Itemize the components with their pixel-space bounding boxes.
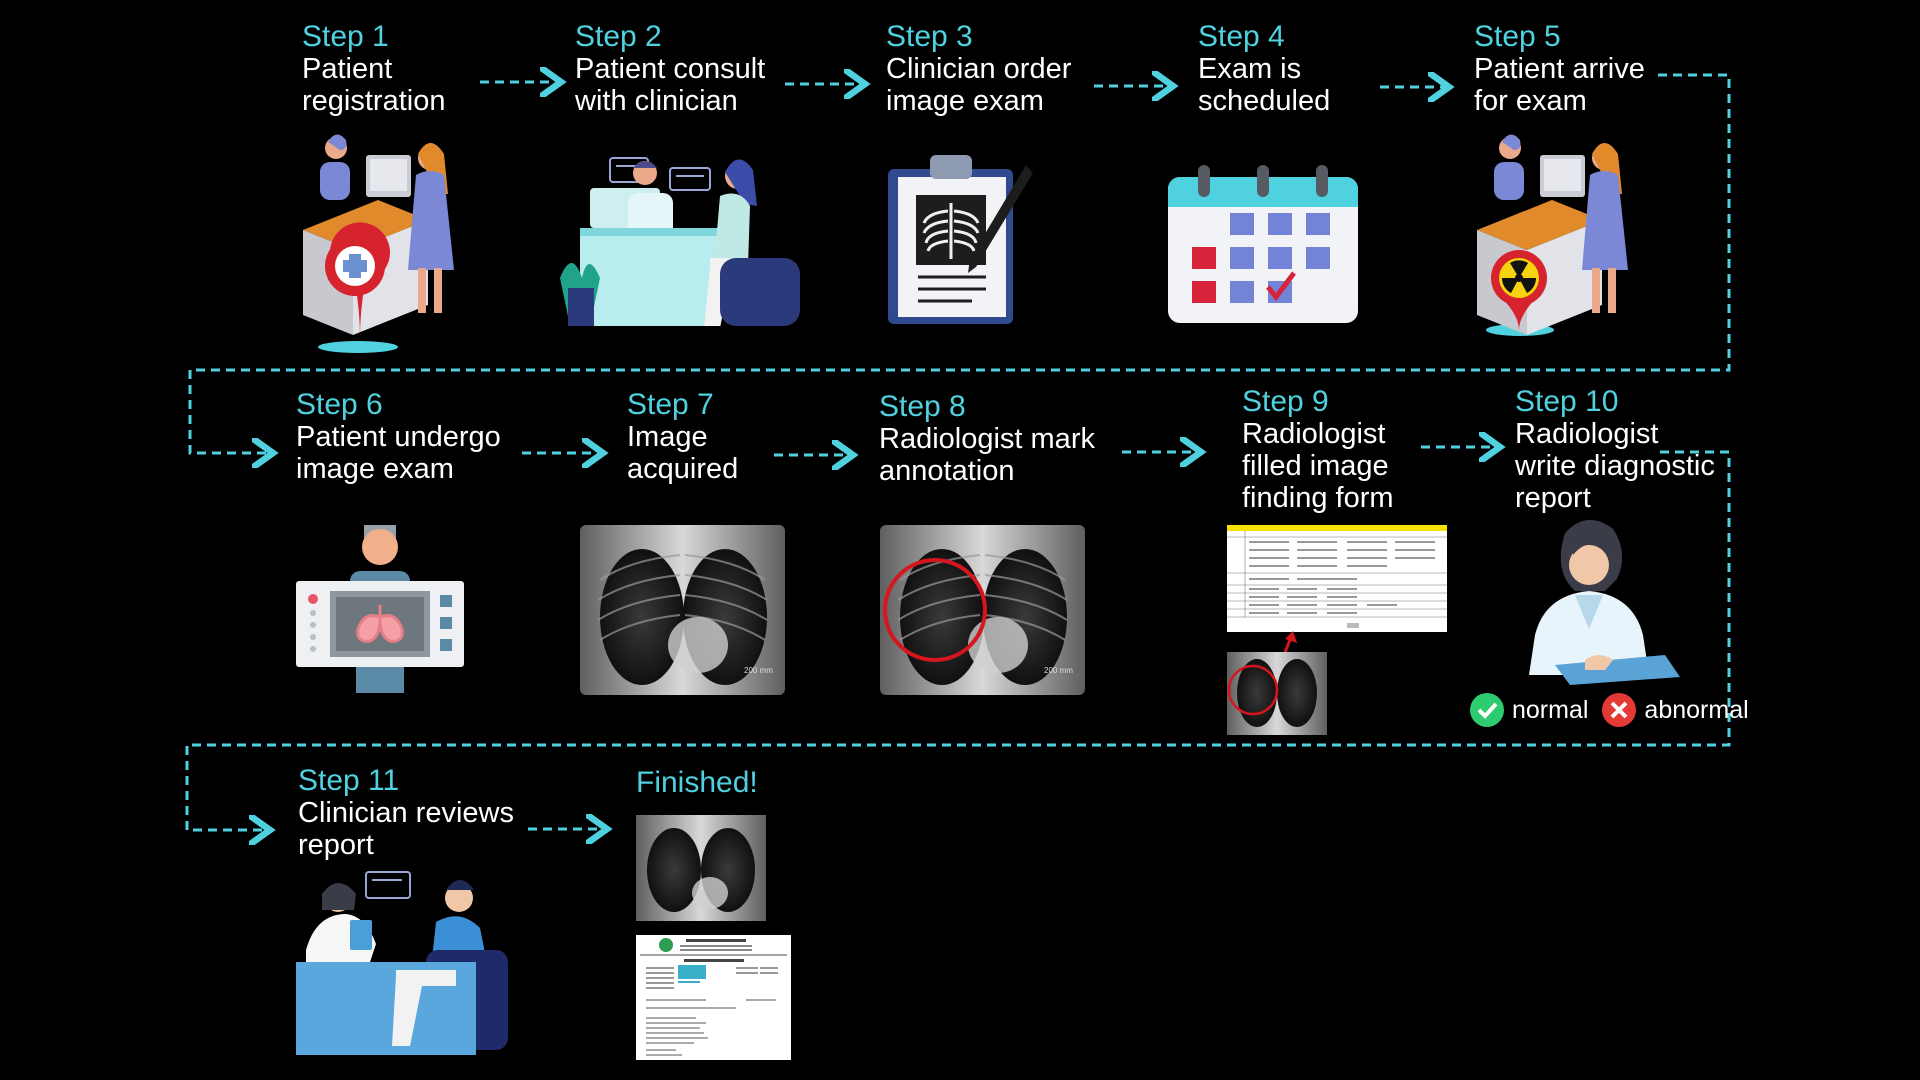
- reception-desk-icon: [303, 134, 454, 353]
- step-label-line: Exam is: [1198, 53, 1302, 85]
- finished-label: Finished!: [636, 766, 758, 799]
- step-number: Step 4: [1198, 20, 1285, 53]
- report-document-image: [636, 935, 791, 1060]
- radiologist-writing-icon: [1529, 519, 1680, 685]
- step-3: Step 3 Clinician order image exam: [886, 20, 1071, 117]
- x-circle-icon: [1602, 693, 1637, 727]
- step-label-line: Image: [627, 421, 708, 453]
- step-label-line: report: [1515, 482, 1591, 514]
- step-label-line: Radiologist: [1515, 418, 1659, 450]
- step-label-line: Patient: [302, 53, 393, 85]
- normal-label: normal: [1512, 695, 1589, 724]
- step-label-line: finding form: [1242, 482, 1394, 514]
- map-pin-radiation-icon: [1491, 250, 1547, 330]
- calendar-icon: [1168, 165, 1358, 323]
- step-2: Step 2 Patient consult with clinician: [575, 20, 765, 117]
- step-label-line: Clinician reviews: [298, 797, 514, 829]
- outcome-legend: normal abnormal: [1470, 690, 1749, 730]
- step-label-line: Radiologist mark: [879, 423, 1095, 455]
- step-6: Step 6 Patient undergo image exam: [296, 388, 501, 485]
- step-label-line: with clinician: [575, 85, 738, 117]
- xray-scale-label: 200 mm: [1044, 666, 1073, 675]
- reception-desk-radiation-icon: [1477, 134, 1628, 336]
- finding-form-image: [1227, 525, 1447, 735]
- step-number: Step 5: [1474, 20, 1561, 53]
- step-label-line: Patient undergo: [296, 421, 501, 453]
- step-11: Step 11 Clinician reviews report: [298, 764, 514, 861]
- step-1: Step 1 Patient registration: [302, 20, 445, 117]
- step-label-line: registration: [302, 85, 446, 117]
- step-number: Step 9: [1242, 385, 1329, 418]
- annotation-circle: [883, 558, 987, 662]
- step-number: Step 7: [627, 388, 714, 421]
- xray-scale-label: 200 mm: [744, 666, 773, 675]
- final-xray-image: [636, 815, 766, 921]
- step-label-line: write diagnostic: [1515, 450, 1715, 482]
- step-10: Step 10 Radiologist write diagnostic rep…: [1515, 385, 1715, 514]
- step-5: Step 5 Patient arrive for exam: [1474, 20, 1645, 117]
- step-finished: Finished!: [636, 766, 758, 799]
- doctor-consultation-icon: [560, 157, 800, 326]
- step-number: Step 10: [1515, 385, 1619, 418]
- chest-xray-image: 200 mm: [580, 525, 785, 695]
- step-label-line: Clinician order: [886, 53, 1072, 85]
- step-label-line: for exam: [1474, 85, 1587, 117]
- map-pin-cross-icon: [325, 222, 390, 337]
- step-label-line: scheduled: [1198, 85, 1331, 117]
- step-label-line: image exam: [296, 453, 454, 485]
- step-number: Step 6: [296, 388, 383, 421]
- step-label-line: acquired: [627, 453, 739, 485]
- step-number: Step 2: [575, 20, 662, 53]
- step-7: Step 7 Image acquired: [627, 388, 738, 485]
- clipboard-xray-icon: [888, 155, 1033, 324]
- step-number: Step 11: [298, 764, 400, 797]
- step-9: Step 9 Radiologist filled image finding …: [1242, 385, 1394, 514]
- step-label-line: Patient consult: [575, 53, 766, 85]
- step-label-line: annotation: [879, 455, 1015, 487]
- step-number: Step 8: [879, 390, 966, 423]
- check-circle-icon: [1470, 693, 1504, 727]
- step-number: Step 3: [886, 20, 973, 53]
- step-4: Step 4 Exam is scheduled: [1198, 20, 1330, 117]
- step-label-line: filled image: [1242, 450, 1389, 482]
- step-number: Step 1: [302, 20, 389, 53]
- abnormal-label: abnormal: [1644, 695, 1749, 724]
- clinician-review-icon: [296, 871, 508, 1055]
- step-label-line: Radiologist: [1242, 418, 1386, 450]
- step-label-line: report: [298, 829, 374, 861]
- step-8: Step 8 Radiologist mark annotation: [879, 390, 1095, 487]
- step-label-line: Patient arrive: [1474, 53, 1645, 85]
- step-label-line: image exam: [886, 85, 1044, 117]
- annotated-xray-image: 200 mm: [880, 525, 1085, 695]
- xray-machine-icon: [296, 525, 464, 693]
